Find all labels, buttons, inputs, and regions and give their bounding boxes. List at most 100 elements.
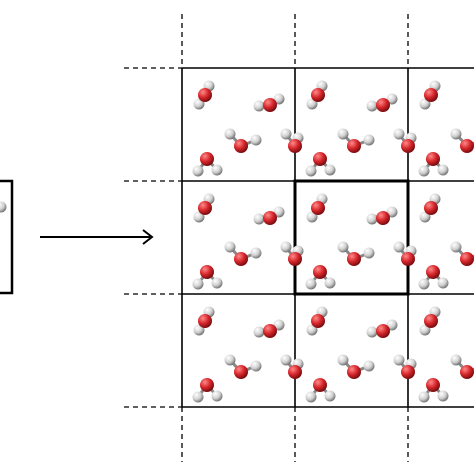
water-molecule-2-r2c0 [253, 319, 285, 338]
oxygen-atom [263, 324, 277, 338]
hydrogen-atom [450, 128, 462, 140]
oxygen-atom [234, 365, 248, 379]
oxygen-atom [311, 314, 325, 328]
hydrogen-atom [211, 277, 223, 289]
hydrogen-atom [253, 326, 265, 338]
oxygen-atom [234, 252, 248, 266]
hydrogen-atom [437, 390, 449, 402]
hydrogen-atom [324, 390, 336, 402]
oxygen-atom [376, 98, 390, 112]
water-molecule-3-r1c2 [450, 241, 474, 266]
hydrogen-atom [306, 98, 318, 110]
hydrogen-atom [250, 247, 262, 259]
water-molecule-4-r1c2 [418, 265, 449, 290]
oxygen-atom [200, 152, 214, 166]
hydrogen-atom [419, 324, 431, 336]
water-molecule-2-r1c0 [253, 206, 285, 225]
hydrogen-atom [253, 213, 265, 225]
hydrogen-atom [419, 98, 431, 110]
water-molecule-5-r0c1 [393, 128, 417, 153]
original-cell-hydrogen [0, 201, 7, 213]
hydrogen-atom [337, 241, 349, 253]
water-molecule-3-r0c0 [224, 128, 262, 153]
hydrogen-atom [253, 100, 265, 112]
hydrogen-atom [305, 165, 317, 177]
hydrogen-atom [363, 134, 375, 146]
water-molecule-4-r0c2 [418, 152, 449, 177]
hydrogen-atom [324, 164, 336, 176]
hydrogen-atom [280, 128, 292, 140]
oxygen-atom [313, 152, 327, 166]
hydrogen-atom [386, 93, 398, 105]
water-molecule-1-r0c2 [419, 80, 441, 110]
water-molecule-5-r2c1 [393, 354, 417, 379]
hydrogen-atom [366, 326, 378, 338]
hydrogen-atom [305, 391, 317, 403]
water-molecule-2-r0c0 [253, 93, 285, 112]
oxygen-atom [288, 365, 302, 379]
hydrogen-atom [366, 100, 378, 112]
water-molecule-4-r0c1 [305, 152, 336, 177]
hydrogen-atom [450, 241, 462, 253]
hydrogen-atom [192, 278, 204, 290]
water-molecule-5-r1c0 [280, 241, 304, 266]
water-molecule-1-r2c2 [419, 306, 441, 336]
dashed-boundary-lines [124, 14, 409, 462]
hydrogen-atom [418, 278, 430, 290]
oxygen-atom [424, 314, 438, 328]
water-molecule-4-r2c1 [305, 378, 336, 403]
hydrogen-atom [306, 211, 318, 223]
hydrogen-atom [386, 206, 398, 218]
hydrogen-atom [437, 277, 449, 289]
oxygen-atom [460, 252, 474, 266]
hydrogen-atom [224, 128, 236, 140]
oxygen-atom [198, 88, 212, 102]
hydrogen-atom [280, 241, 292, 253]
oxygen-atom [288, 139, 302, 153]
hydrogen-atom [337, 354, 349, 366]
water-molecule-1-r0c0 [193, 80, 215, 110]
hydrogen-atom [386, 319, 398, 331]
oxygen-atom [198, 314, 212, 328]
oxygen-atom [376, 324, 390, 338]
hydrogen-atom [224, 354, 236, 366]
water-molecule-1-r1c1 [306, 193, 328, 223]
hydrogen-atom [273, 206, 285, 218]
hydrogen-atom [273, 93, 285, 105]
oxygen-atom [288, 252, 302, 266]
hydrogen-atom [305, 278, 317, 290]
hydrogen-atom [393, 128, 405, 140]
water-molecule-1-r0c1 [306, 80, 328, 110]
oxygen-atom [460, 365, 474, 379]
water-molecule-3-r2c0 [224, 354, 262, 379]
hydrogen-atom [419, 211, 431, 223]
oxygen-atom [347, 139, 361, 153]
original-cell-box [0, 179, 14, 295]
hydrogen-atom [273, 319, 285, 331]
replica-grid [181, 67, 474, 408]
oxygen-atom [200, 265, 214, 279]
oxygen-atom [311, 88, 325, 102]
hydrogen-atom [250, 360, 262, 372]
oxygen-atom [313, 378, 327, 392]
water-molecule-2-r2c1 [366, 319, 398, 338]
hydrogen-atom [211, 390, 223, 402]
water-molecule-4-r0c0 [192, 152, 223, 177]
water-molecule-5-r2c0 [280, 354, 304, 379]
hydrogen-atom [192, 165, 204, 177]
water-molecule-1-r2c1 [306, 306, 328, 336]
oxygen-atom [401, 252, 415, 266]
oxygen-atom [426, 378, 440, 392]
hydrogen-atom [250, 134, 262, 146]
hydrogen-atom [193, 98, 205, 110]
water-molecule-3-r1c0 [224, 241, 262, 266]
water-molecule-1-r1c2 [419, 193, 441, 223]
hydrogen-atom [393, 354, 405, 366]
oxygen-atom [460, 139, 474, 153]
oxygen-atom [234, 139, 248, 153]
water-molecule-2-r0c1 [366, 93, 398, 112]
water-molecule-3-r1c1 [337, 241, 375, 266]
water-molecule-5-r1c1 [393, 241, 417, 266]
hydrogen-atom [363, 360, 375, 372]
water-molecule-4-r2c0 [192, 378, 223, 403]
